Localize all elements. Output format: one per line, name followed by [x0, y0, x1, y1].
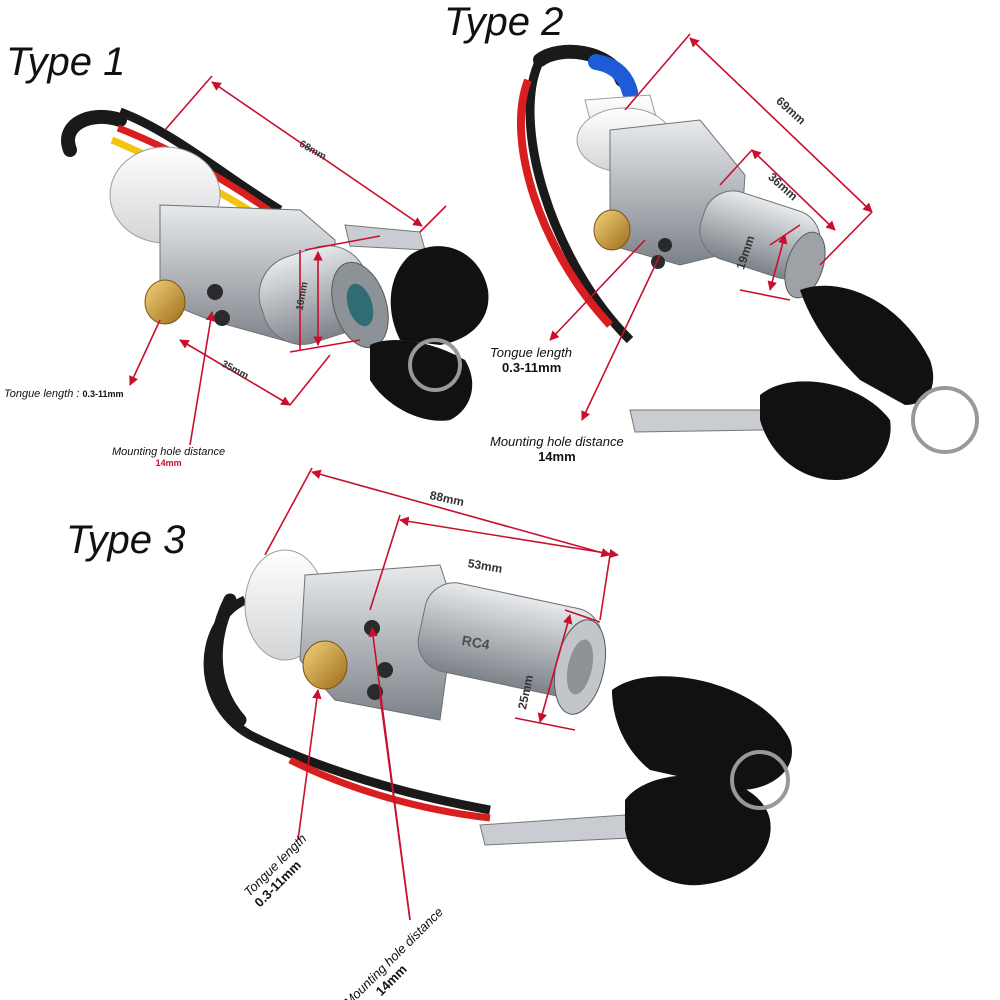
type2-tongue-length-label: Tongue length: [490, 345, 572, 360]
type1-mounting-hole-callout: Mounting hole distance 14mm: [112, 446, 225, 468]
type2-title: Type 2: [444, 0, 564, 44]
type3-dimension-lines: [264, 467, 619, 921]
type1-mounting-hole-label: Mounting hole distance: [112, 446, 226, 458]
type1-switch: [61, 107, 489, 421]
type2-tongue-length-callout: Tongue length 0.3-11mm: [490, 345, 572, 375]
type1-tongue-length-value: 0.3-11mm: [82, 389, 124, 399]
type1-tongue-length-label: Tongue length :: [4, 388, 80, 400]
type2-mounting-hole-label: Mounting hole distance: [490, 434, 624, 449]
type1-title: Type 1: [6, 40, 126, 84]
type2-mounting-hole-callout: Mounting hole distance 14mm: [490, 434, 624, 464]
type1-tongue-length-callout: Tongue length : 0.3-11mm: [4, 388, 124, 400]
type2-mounting-hole-value: 14mm: [538, 449, 576, 464]
type1-mounting-hole-value: 14mm: [155, 458, 182, 468]
type2-dimension-lines: [549, 33, 873, 421]
type2-tongue-length-value: 0.3-11mm: [502, 360, 562, 375]
type2-switch: [517, 44, 979, 480]
type1-dimension-lines: [129, 75, 447, 446]
type3-title: Type 3: [66, 518, 186, 562]
